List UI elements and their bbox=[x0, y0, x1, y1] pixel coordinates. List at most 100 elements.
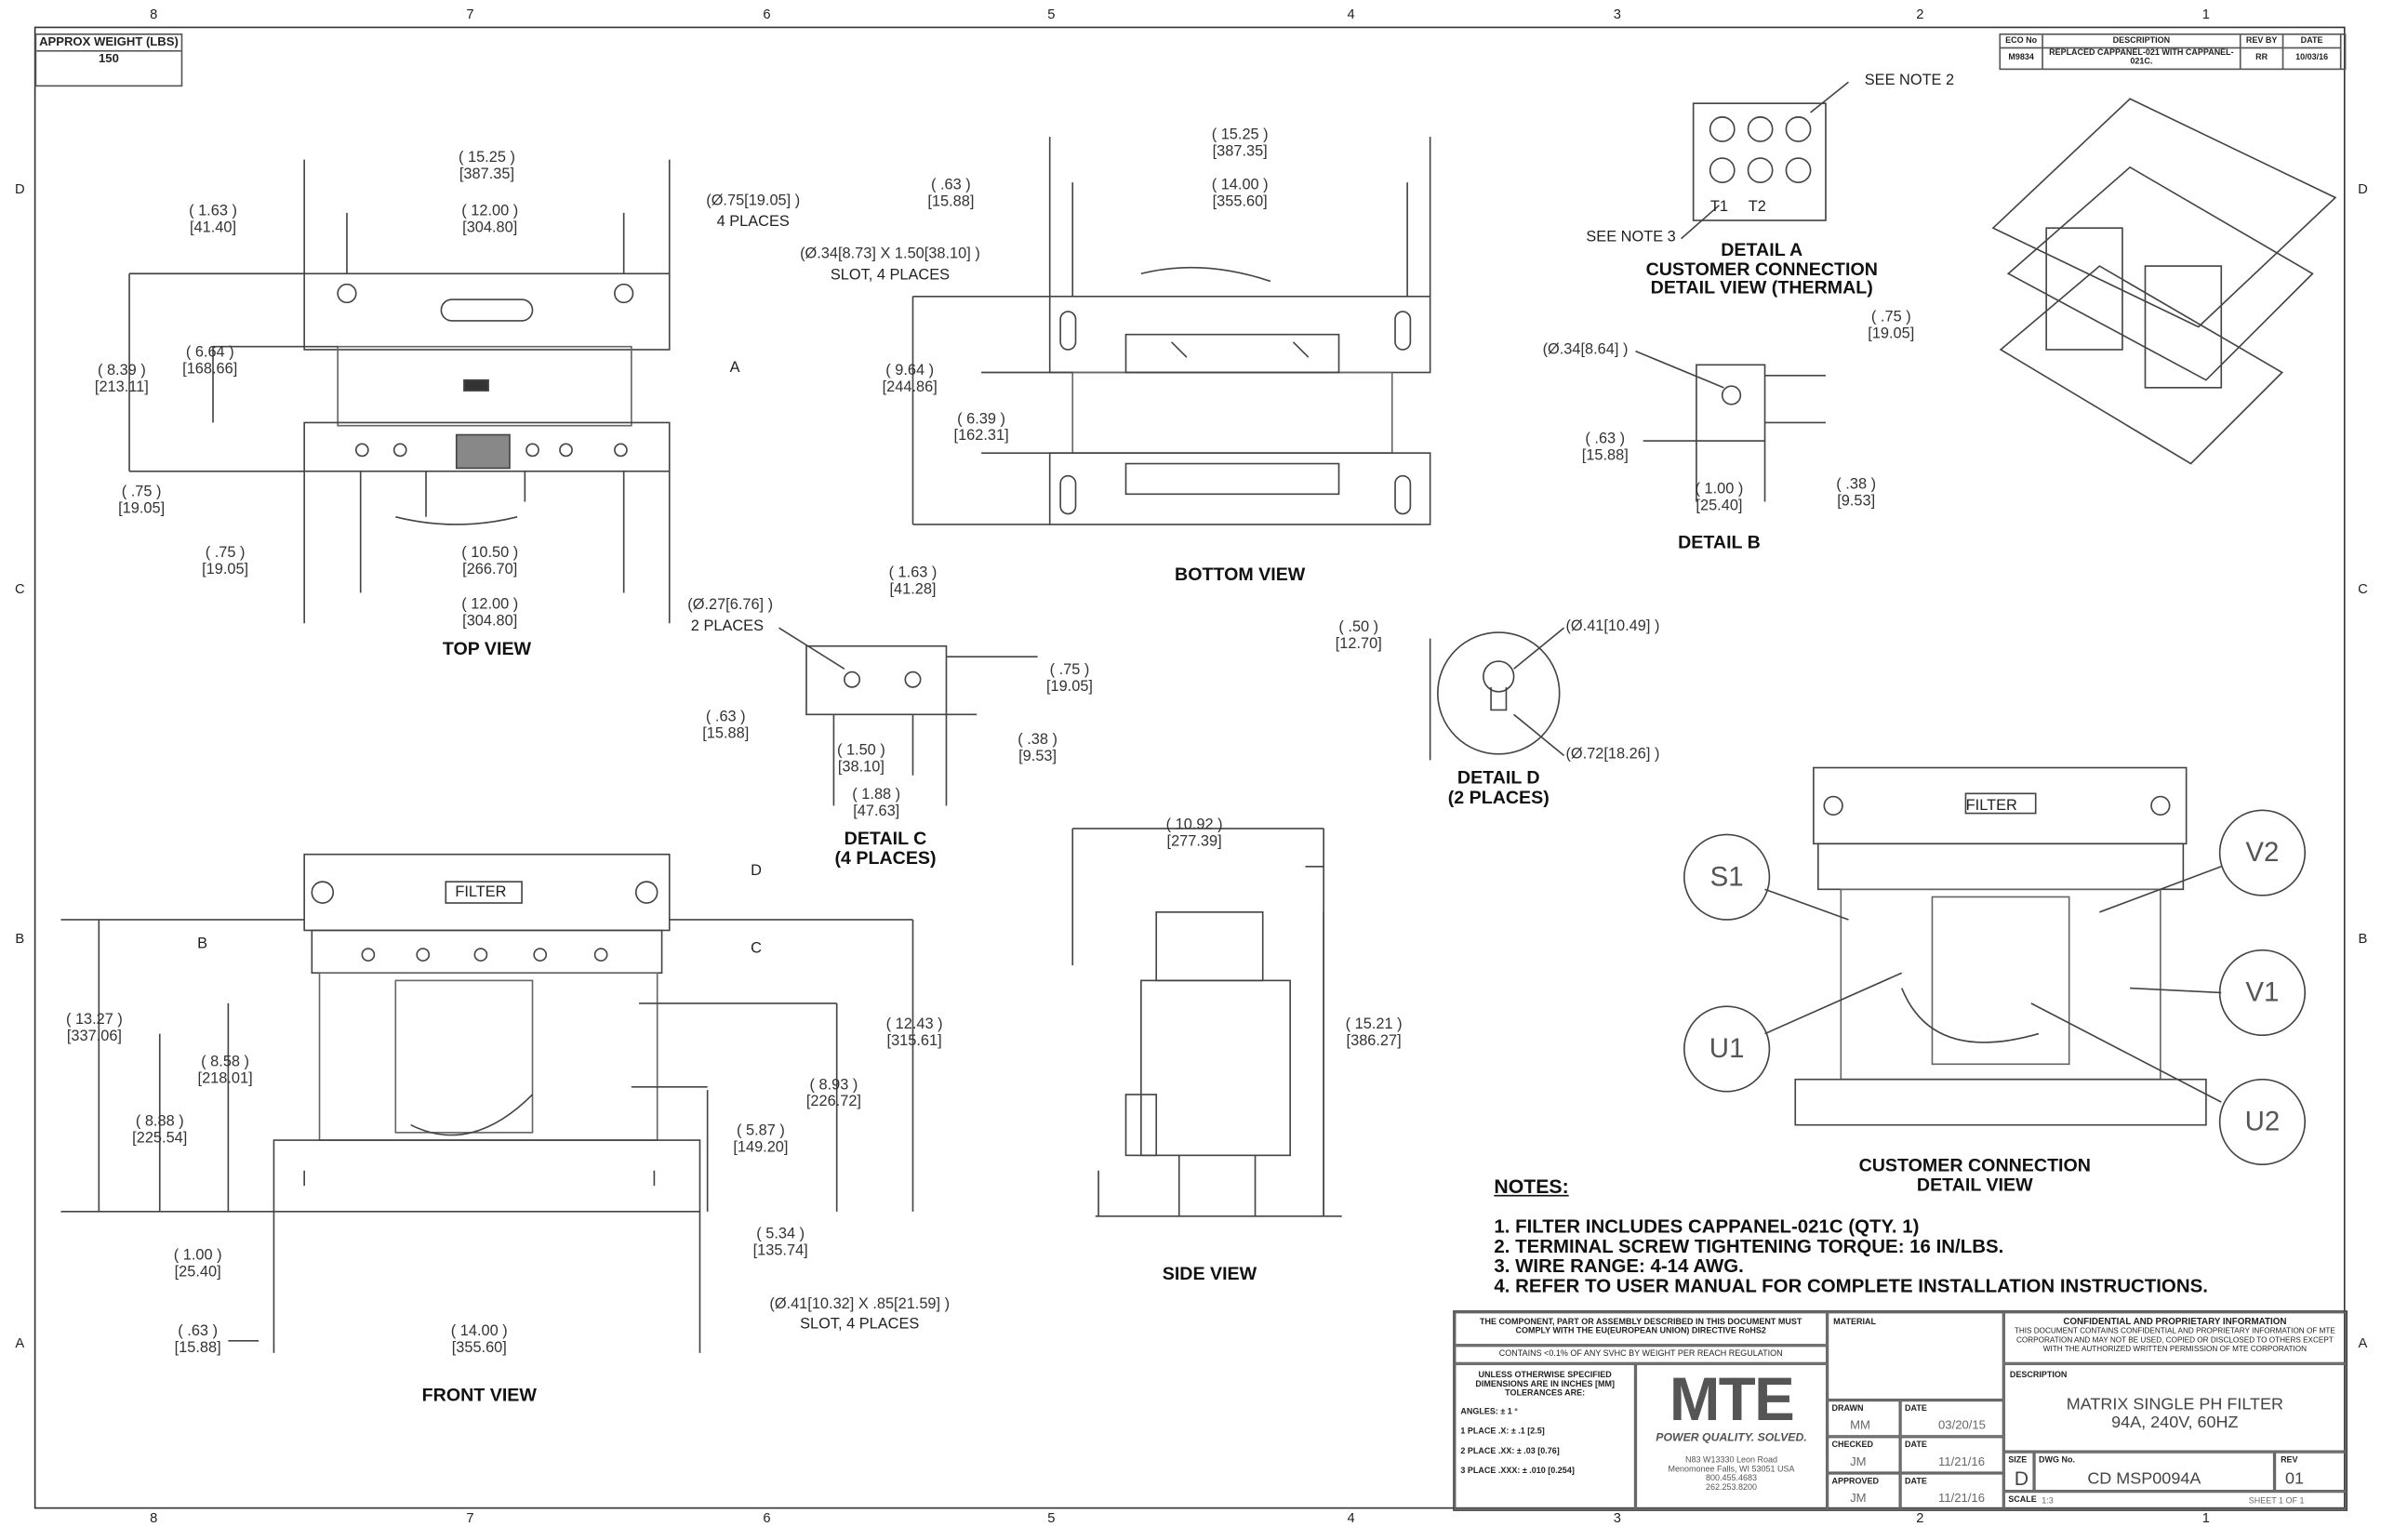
grid-column-label: 5 bbox=[1047, 1510, 1055, 1525]
detail-b-title-text: DETAIL B bbox=[1678, 531, 1761, 553]
confidential-text: THIS DOCUMENT CONTAINS CONFIDENTIAL AND … bbox=[2014, 1327, 2335, 1355]
dimension-label-text: ( .63 ) bbox=[931, 177, 971, 194]
callout-text: T1 bbox=[1710, 200, 1728, 216]
side-view-title: SIDE VIEW bbox=[1162, 1262, 1257, 1284]
dimension-label: ( .75 )[19.05] bbox=[1868, 310, 1915, 342]
dwg-cell: DWG No.CD MSP0094A bbox=[2034, 1452, 2275, 1492]
dimension-label: ( 15.25 )[387.35] bbox=[1211, 126, 1269, 160]
dimension-label-text: ( .75 ) bbox=[1049, 661, 1090, 679]
note-item: 1. FILTER INCLUDES CAPPANEL-021C (QTY. 1… bbox=[1494, 1215, 1920, 1238]
dimension-label-text: ( 1.00 ) bbox=[1695, 481, 1744, 498]
grid-column-label: 1 bbox=[2202, 7, 2210, 22]
dimension-label-text: [19.05] bbox=[1045, 678, 1093, 696]
bottom-view-drawing bbox=[911, 137, 1431, 525]
drawn-date: 03/20/15 bbox=[1938, 1418, 1986, 1432]
grid-column-label: 8 bbox=[150, 1509, 158, 1526]
callout-text-text: T2 bbox=[1748, 198, 1766, 216]
dimension-label-text: ( .38 ) bbox=[1836, 476, 1877, 494]
dimension-label: (Ø.41[10.32] X .85[21.59] ) bbox=[769, 1297, 950, 1314]
grid-row-label: B bbox=[2358, 931, 2367, 947]
customer-connection-title-text: CUSTOMER CONNECTION bbox=[1858, 1154, 2091, 1176]
dimension-label-text: ( 6.64 ) bbox=[185, 344, 234, 362]
dimension-label: ( 1.00 )[25.40] bbox=[1695, 481, 1744, 514]
tolerance-2place: 2 PLACE .XX: ± .03 [0.76] bbox=[1460, 1447, 1560, 1457]
grid-row-label: D bbox=[2358, 180, 2368, 197]
confidential-title: CONFIDENTIAL AND PROPRIETARY INFORMATION bbox=[2063, 1318, 2287, 1328]
dimension-label: ( 12.00 )[304.80] bbox=[461, 597, 518, 630]
dimension-label-text: [15.88] bbox=[1581, 446, 1629, 464]
dimension-label: (Ø.34[8.73] X 1.50[38.10] ) bbox=[800, 246, 980, 263]
dimension-label-text: [304.80] bbox=[462, 219, 518, 236]
dimension-label: ( 5.87 )[149.20] bbox=[733, 1123, 788, 1156]
dimension-label-text: [225.54] bbox=[132, 1129, 188, 1147]
scale-value: 1:3 bbox=[2042, 1497, 2054, 1507]
dimension-label-text: [355.60] bbox=[451, 1339, 507, 1357]
grid-column-label: 4 bbox=[1347, 1510, 1354, 1525]
dimension-label-text: [218.01] bbox=[197, 1069, 253, 1087]
dimension-label: ( .63 )[15.88] bbox=[175, 1324, 221, 1357]
dimension-label-text: ( 12.43 ) bbox=[885, 1016, 943, 1033]
grid-column-label: 7 bbox=[466, 7, 473, 22]
front-view-title: FRONT VIEW bbox=[422, 1386, 537, 1405]
dimension-label-text: ( 15.21 ) bbox=[1345, 1016, 1403, 1033]
terminal-bubble-v2-text: V2 bbox=[2245, 836, 2280, 868]
dimension-label: (Ø.75[19.05] ) bbox=[706, 193, 800, 210]
dimension-label: (Ø.72[18.26] ) bbox=[1565, 747, 1659, 763]
dimension-label: ( 9.64 )[244.86] bbox=[882, 364, 938, 396]
dimension-label: ( 13.27 )[337.06] bbox=[65, 1011, 123, 1045]
detail-c-drawing bbox=[778, 627, 1038, 806]
dimension-label-text: [38.10] bbox=[837, 758, 885, 776]
grid-column-label: 6 bbox=[763, 1510, 770, 1525]
callout-text-text: 2 PLACES bbox=[690, 617, 765, 635]
notes-title: NOTES: bbox=[1494, 1175, 1569, 1199]
callout-text-text: SEE NOTE 2 bbox=[1864, 73, 1955, 90]
callout-text: 4 PLACES bbox=[716, 214, 790, 232]
dimension-label: ( 12.43 )[315.61] bbox=[886, 1017, 943, 1049]
grid-column-label: 3 bbox=[1614, 7, 1621, 22]
dimension-label-text: ( 12.00 ) bbox=[461, 203, 519, 220]
side-view-drawing bbox=[1071, 828, 1342, 1217]
callout-text-text: FILTER bbox=[1965, 797, 2017, 815]
grid-column-label-text: 8 bbox=[150, 1509, 158, 1526]
grid-row-label-text: D bbox=[2358, 180, 2368, 197]
size-value: D bbox=[2014, 1467, 2029, 1491]
dimension-label-text: ( .63 ) bbox=[1585, 431, 1626, 448]
dimension-label-text: [386.27] bbox=[1346, 1031, 1402, 1049]
drawn-label: DRAWN bbox=[1831, 1404, 1864, 1414]
dimension-label-text: [355.60] bbox=[1212, 192, 1268, 210]
address-line: N83 W13330 Leon Road bbox=[1685, 1456, 1778, 1466]
rev-header-by: REV BY bbox=[2241, 34, 2284, 48]
dimension-label-text: [337.06] bbox=[66, 1028, 122, 1045]
dimension-label-text: ( 1.00 ) bbox=[173, 1247, 222, 1265]
dimension-label-text: [12.70] bbox=[1335, 635, 1382, 653]
tolerance-3place: 3 PLACE .XXX: ± .010 [0.254] bbox=[1460, 1467, 1575, 1477]
isometric-view-drawing bbox=[1991, 98, 2337, 465]
grid-column-label: 4 bbox=[1347, 7, 1354, 22]
date-label: DATE bbox=[1905, 1404, 1927, 1414]
dimension-label-text: ( 8.93 ) bbox=[809, 1077, 858, 1095]
grid-row-label-text: B bbox=[15, 930, 25, 947]
sheet-number: SHEET 1 OF 1 bbox=[2248, 1497, 2305, 1507]
dimension-label-text: [41.28] bbox=[889, 580, 937, 598]
dimension-label-text: ( 15.25 ) bbox=[1211, 126, 1269, 144]
dimension-label-text: [244.86] bbox=[882, 378, 938, 396]
revision-block: ECO No DESCRIPTION REV BY DATE M9834 REP… bbox=[1999, 33, 2347, 71]
top-view-title: TOP VIEW bbox=[443, 640, 531, 659]
dimension-label-text: ( 13.27 ) bbox=[65, 1011, 123, 1029]
dimension-label-text: ( 6.39 ) bbox=[957, 411, 1006, 429]
dimension-label: ( 1.88 )[47.63] bbox=[852, 788, 900, 820]
note-item: 4. REFER TO USER MANUAL FOR COMPLETE INS… bbox=[1494, 1275, 2208, 1297]
address-line: 262.253.8200 bbox=[1706, 1483, 1758, 1494]
callout-text: 2 PLACES bbox=[690, 617, 765, 636]
dimension-label: ( 1.63 )[41.40] bbox=[189, 204, 237, 236]
dimension-label-text: [19.05] bbox=[1868, 325, 1915, 342]
date-label: DATE bbox=[1905, 1477, 1927, 1487]
material-label: MATERIAL bbox=[1827, 1311, 2004, 1401]
rev-by: RR bbox=[2241, 47, 2284, 69]
terminal-bubble-v1-text: V1 bbox=[2245, 976, 2280, 1008]
callout-text-text: 4 PLACES bbox=[716, 214, 790, 232]
side-view-title-text: SIDE VIEW bbox=[1162, 1262, 1257, 1284]
